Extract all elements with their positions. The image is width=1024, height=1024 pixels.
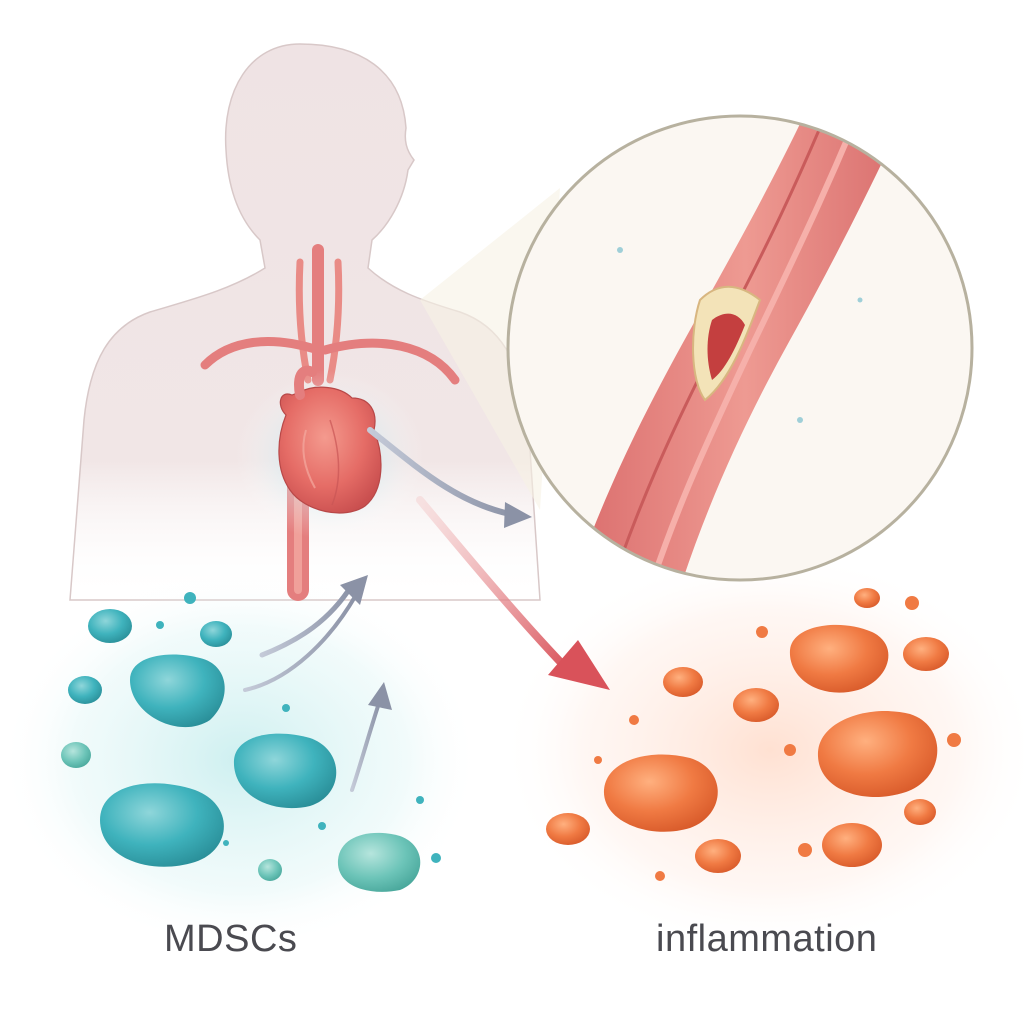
inflammatory-cell-cluster xyxy=(546,588,961,881)
artery-plaque-magnifier xyxy=(506,114,974,582)
mdsc-to-heart-arrows xyxy=(243,575,392,792)
heart-to-inflammation-arrow xyxy=(416,496,610,690)
heart-to-artery-arrow xyxy=(367,427,532,528)
heart-icon xyxy=(278,365,382,514)
mdsc-label: MDSCs xyxy=(164,918,298,960)
inflammation-glow xyxy=(500,550,1024,950)
mdsc-cell-cluster xyxy=(61,592,441,892)
inflammation-label: inflammation xyxy=(656,918,878,960)
